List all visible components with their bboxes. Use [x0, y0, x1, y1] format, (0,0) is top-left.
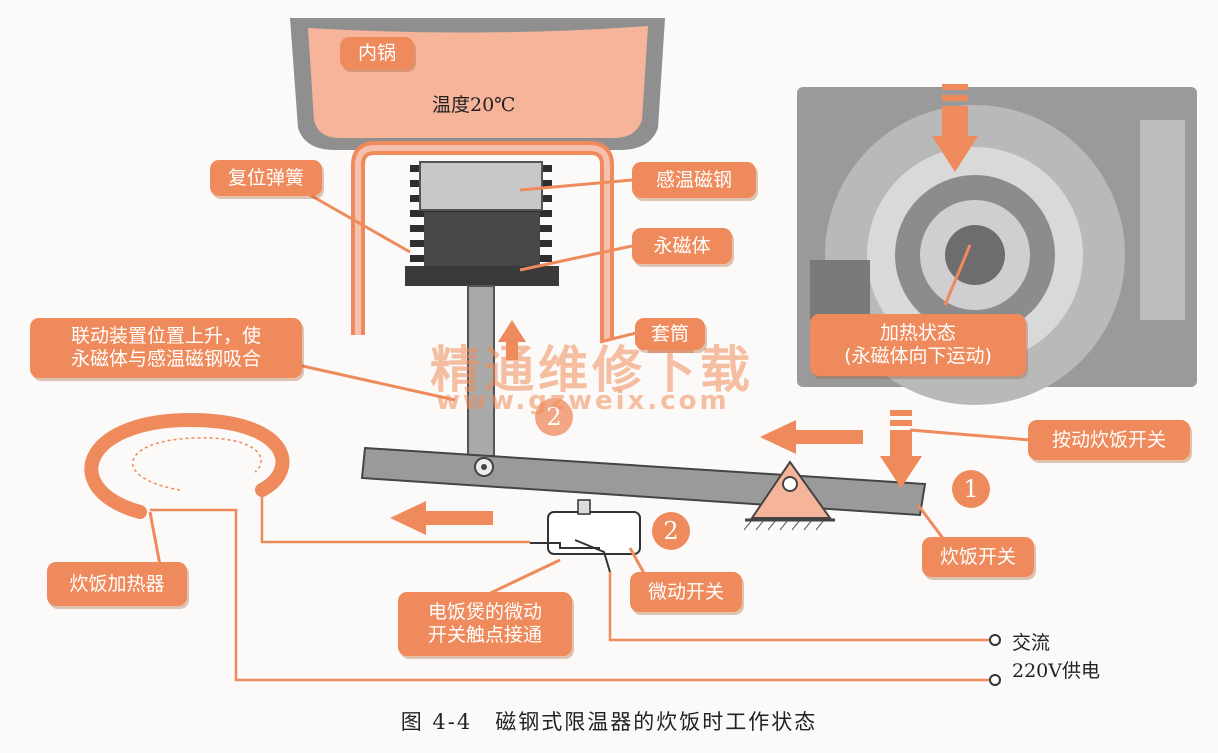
step-2-badge-faded: 2 — [535, 398, 573, 436]
label-sleeve: 套筒 — [635, 318, 705, 350]
label-power: 220V供电 — [1012, 660, 1100, 682]
label-ac: 交流 — [1012, 632, 1051, 654]
press-arrow — [880, 410, 922, 488]
lever — [360, 446, 927, 517]
label-temp-magnet: 感温磁钢 — [632, 162, 756, 198]
watermark-url: www.gzweix.com — [436, 386, 730, 416]
label-press-switch: 按动炊饭开关 — [1028, 420, 1190, 460]
step-1-badge: 1 — [952, 470, 990, 508]
label-reset-spring: 复位弹簧 — [210, 160, 322, 196]
left-arrow-top — [760, 420, 863, 454]
sleeve — [351, 141, 614, 340]
photo-inset — [797, 84, 1197, 405]
figure-caption: 图 4-4 磁钢式限温器的炊饭时工作状态 — [400, 710, 818, 734]
heater-ring — [84, 412, 290, 519]
magnet-base — [405, 266, 559, 286]
label-heating-state: 加热状态 (永磁体向下运动) — [810, 314, 1026, 376]
step-2-badge: 2 — [652, 512, 690, 550]
left-arrow-bottom — [390, 501, 493, 535]
pivot — [743, 460, 835, 531]
perm-magnet — [424, 212, 540, 268]
label-temperature: 温度20℃ — [432, 94, 516, 116]
micro-switch-body — [530, 499, 641, 573]
watermark-cn: 精通维修下载 — [430, 341, 754, 399]
up-arrow — [498, 320, 526, 342]
label-linkage: 联动装置位置上升，使 永磁体与感温磁钢吸合 — [30, 318, 302, 378]
label-micro-switch: 微动开关 — [630, 572, 742, 612]
wiring — [150, 490, 995, 682]
label-contact: 电饭煲的微动 开关触点接通 — [398, 592, 572, 656]
label-perm-magnet: 永磁体 — [632, 228, 732, 264]
temp-magnet — [419, 161, 543, 211]
leader-lines — [148, 178, 1031, 600]
label-inner-pot: 内锅 — [340, 37, 414, 69]
push-rod — [467, 285, 495, 457]
label-heater: 炊饭加热器 — [47, 562, 187, 606]
label-cook-switch: 炊饭开关 — [922, 537, 1034, 577]
